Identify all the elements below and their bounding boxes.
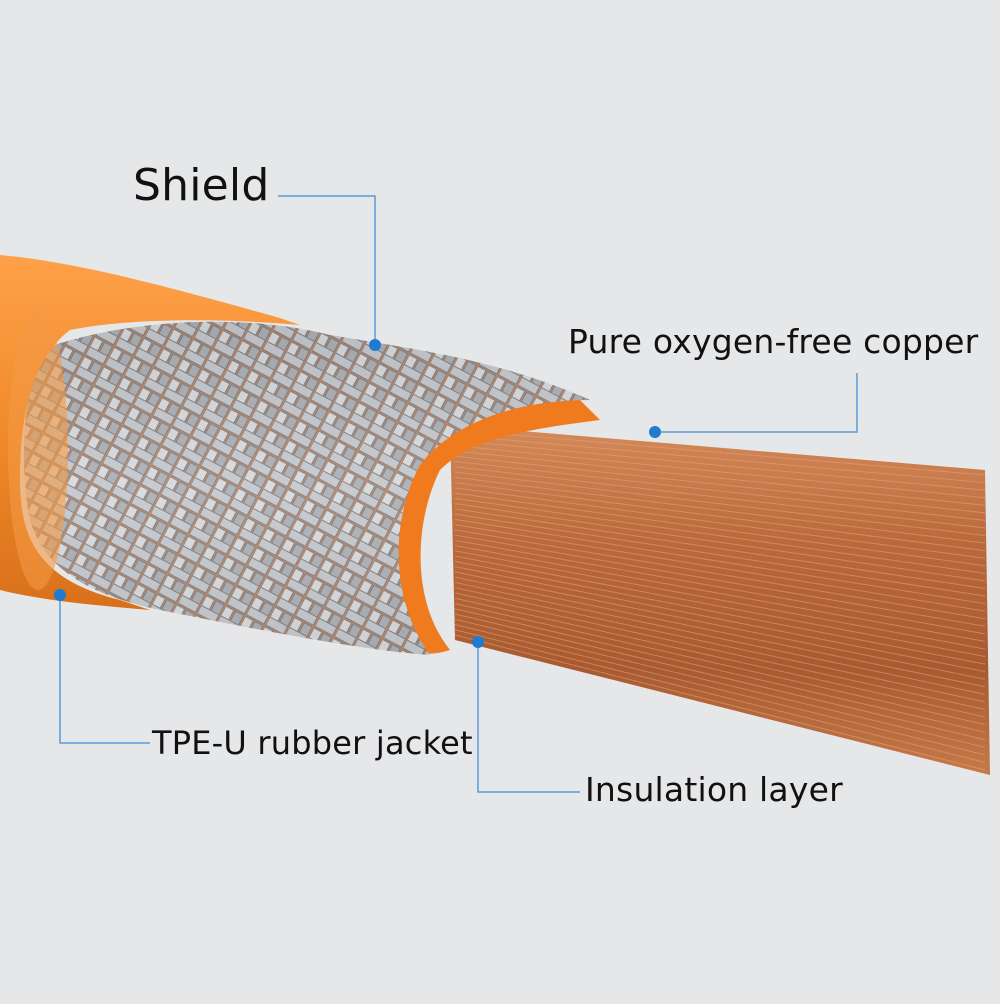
shield-braid (24, 321, 591, 655)
insulation-dot (472, 636, 484, 648)
shield-dot (369, 339, 381, 351)
jacket-label: TPE-U rubber jacket (152, 724, 473, 762)
copper-dot (649, 426, 661, 438)
leader-lines (59, 195, 858, 793)
jacket-leader (59, 595, 150, 744)
leader-dots (54, 339, 661, 648)
rubber-jacket (0, 255, 300, 610)
jacket-dot (54, 589, 66, 601)
shield-leader (278, 195, 376, 345)
copper-label: Pure oxygen-free copper (568, 322, 979, 361)
copper-conductor (450, 425, 990, 775)
shield-label: Shield (133, 160, 270, 211)
insulation-leader (477, 642, 580, 793)
insulation-label: Insulation layer (585, 770, 843, 809)
copper-leader (655, 373, 858, 433)
